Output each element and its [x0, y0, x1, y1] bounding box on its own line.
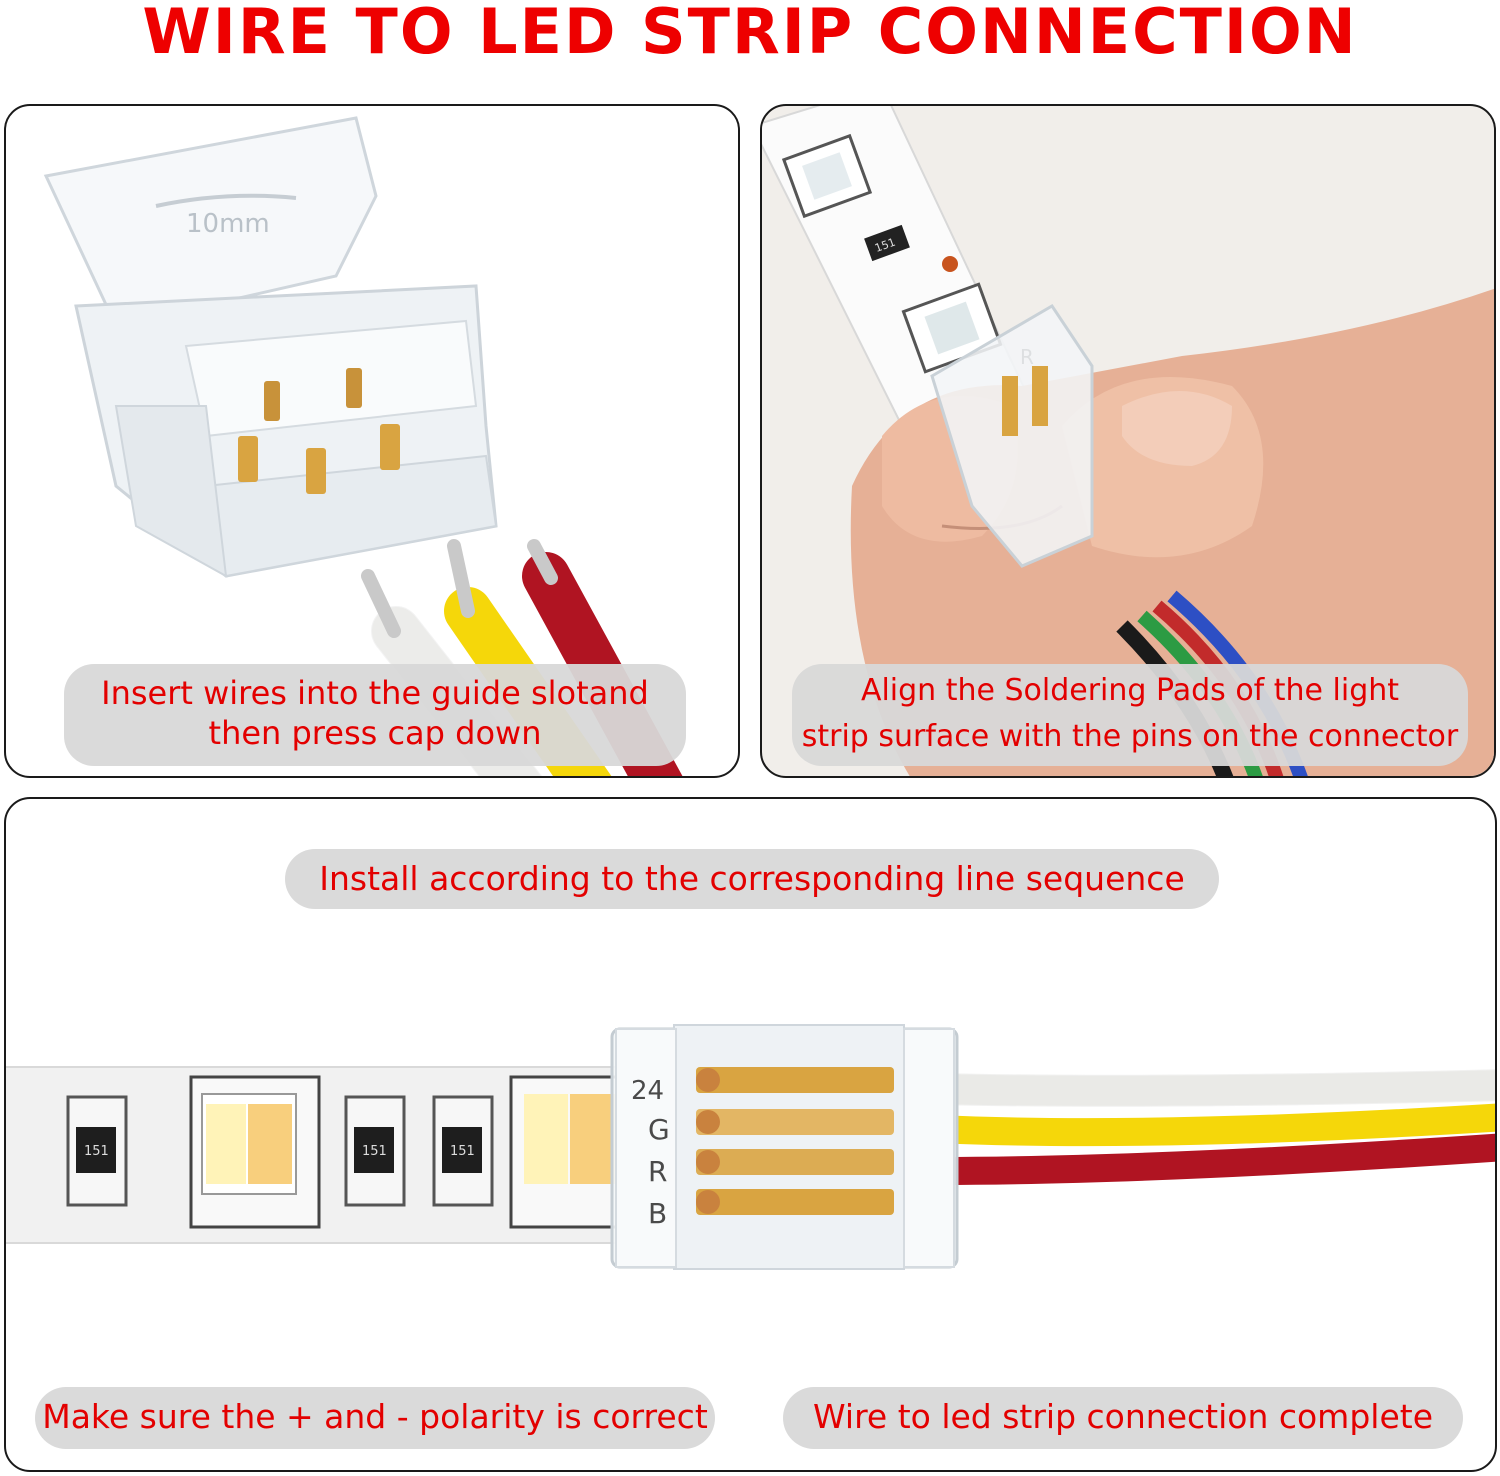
align-pads-photo: 151 R	[762, 106, 1494, 776]
connector-open-illustration: 10mm	[43, 116, 683, 776]
resistor-label: 151	[450, 1144, 475, 1159]
wires-out	[935, 1069, 1495, 1185]
panel-align-pads: 151 R Align the Soldering Pa	[760, 104, 1496, 778]
connector-mark-text: 10mm	[186, 209, 270, 239]
caption-line-sequence: Install according to the corresponding l…	[285, 849, 1219, 909]
connector-body: 10mm	[43, 116, 498, 578]
pad-label-g: G	[648, 1113, 670, 1146]
resistor-label: 151	[362, 1144, 387, 1159]
caption-insert-wires: Insert wires into the guide slotand then…	[64, 664, 686, 766]
installed-connection-illustration: 151 151 151	[6, 1024, 1495, 1270]
pad-label-r: R	[648, 1155, 667, 1188]
resistor-label: 151	[84, 1144, 109, 1159]
gold-pins	[238, 368, 400, 494]
caption-line: strip surface with the pins on the conne…	[801, 719, 1459, 754]
connector-clip	[930, 303, 1094, 568]
caption-connection-complete: Wire to led strip connection complete	[783, 1387, 1463, 1449]
caption-line: Align the Soldering Pads of the light	[860, 673, 1400, 708]
pad-label-b: B	[648, 1197, 667, 1230]
caption-line: then press cap down	[208, 714, 542, 752]
caption-polarity: Make sure the + and - polarity is correc…	[35, 1387, 715, 1449]
caption-align-pads: Align the Soldering Pads of the light st…	[792, 664, 1468, 766]
page-title: WIRE TO LED STRIP CONNECTION	[142, 0, 1358, 68]
caption-line: Insert wires into the guide slotand	[101, 674, 649, 712]
panel-installed-connection: Install according to the corresponding l…	[4, 797, 1497, 1472]
led-strip-flat: 151 151 151	[6, 1066, 645, 1244]
panel-insert-wires: 10mm Insert wires into the guide slotand…	[4, 104, 740, 778]
pad-label-24: 24	[631, 1076, 664, 1106]
strip-connector: 24 G R B	[610, 1024, 959, 1270]
